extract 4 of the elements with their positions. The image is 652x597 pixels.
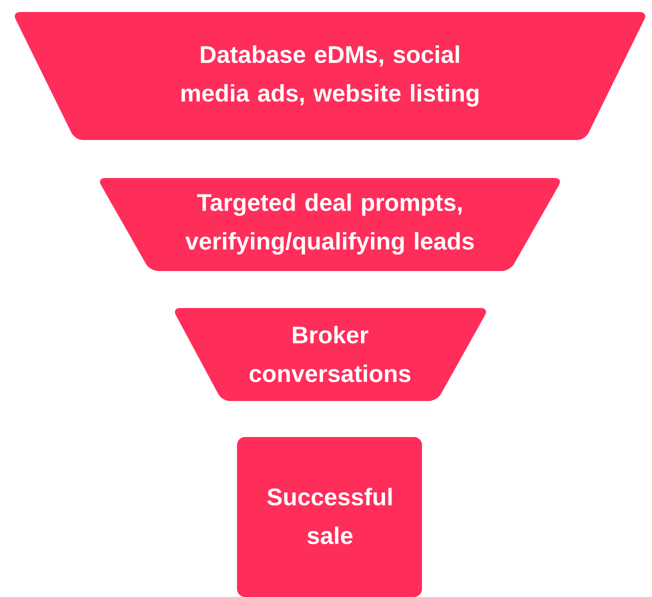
funnel-stage: Broker conversations [174, 308, 486, 401]
funnel-base: Successful sale [237, 437, 422, 597]
funnel-stage: Database eDMs, social media ads, website listing [14, 12, 646, 140]
funnel-stage: Targeted deal prompts, verifying/qualifying leads [100, 178, 560, 271]
